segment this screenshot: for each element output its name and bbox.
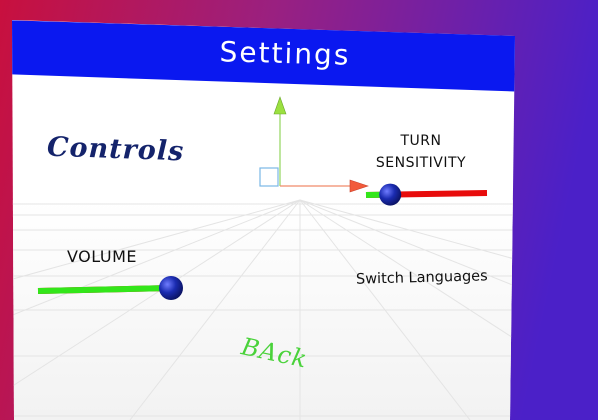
controls-button[interactable]: Controls (46, 131, 185, 168)
turn-sensitivity-knob[interactable] (379, 183, 402, 206)
green-cone-arrow-icon (273, 96, 287, 115)
scene-floor-grid (12, 199, 515, 420)
turn-sensitivity-slider[interactable] (365, 183, 488, 206)
volume-fill (37, 285, 172, 294)
turn-sensitivity-label-line1: TURN (400, 133, 442, 149)
red-cone-arrow-icon (349, 179, 369, 193)
volume-slider[interactable] (37, 276, 183, 300)
turn-sensitivity-label-line2: SENSITIVITY (375, 155, 467, 171)
volume-label: VOLUME (67, 247, 137, 266)
volume-knob[interactable] (159, 276, 183, 300)
turn-sensitivity-label: TURN SENSITIVITY (346, 130, 496, 174)
transform-gizmo (259, 96, 369, 193)
settings-title: Settings (219, 35, 351, 72)
header-bar (12, 20, 515, 92)
blue-square-icon (259, 167, 279, 187)
